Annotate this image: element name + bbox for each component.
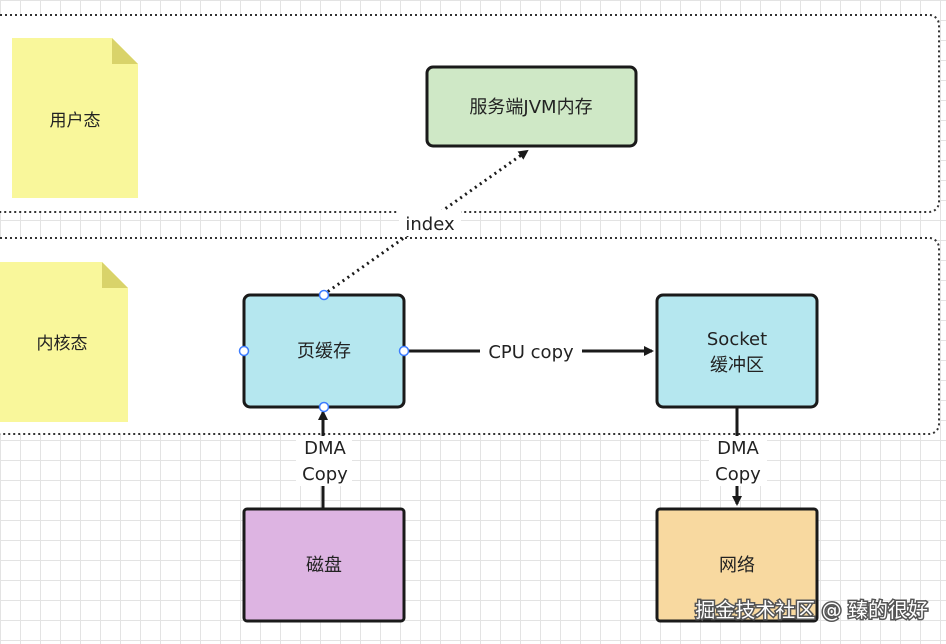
- index-label-bg: [399, 210, 461, 236]
- socket-buffer-label-line1: Socket: [707, 329, 767, 350]
- connection-handle-bottom[interactable]: [318, 401, 330, 413]
- page-cache-label: 页缓存: [297, 341, 351, 362]
- kernel-space-note[interactable]: 内核态: [0, 262, 128, 422]
- connection-handle-top[interactable]: [318, 289, 330, 301]
- dma-disk-label-line2: Copy: [302, 464, 348, 485]
- network-node[interactable]: 网络: [655, 507, 819, 623]
- network-label: 网络: [719, 555, 755, 576]
- socket-buffer-node[interactable]: Socket 缓冲区: [655, 293, 819, 409]
- watermark: 掘金技术社区 @ 臻的很好: [695, 598, 928, 622]
- dma-disk-label-line1: DMA: [304, 438, 346, 459]
- cpu-copy-label: CPU copy: [488, 342, 574, 363]
- socket-buffer-label-line2: 缓冲区: [710, 355, 764, 376]
- page-cache-node[interactable]: 页缓存: [238, 289, 410, 413]
- connection-handle-left[interactable]: [238, 345, 250, 357]
- dma-net-label-bg: [709, 436, 767, 486]
- cpu-copy-label-bg: [480, 340, 582, 364]
- index-label: index: [405, 214, 455, 235]
- disk-label: 磁盘: [306, 555, 342, 576]
- connection-handle-right[interactable]: [398, 345, 410, 357]
- jvm-memory-node[interactable]: 服务端JVM内存: [425, 65, 638, 148]
- dma-net-label-line1: DMA: [717, 438, 759, 459]
- user-space-label: 用户态: [50, 111, 101, 131]
- dma-disk-label-bg: [296, 436, 352, 486]
- user-space-note[interactable]: 用户态: [12, 38, 138, 198]
- jvm-memory-label: 服务端JVM内存: [469, 97, 592, 118]
- kernel-space-label: 内核态: [37, 334, 88, 354]
- disk-node[interactable]: 磁盘: [242, 507, 406, 623]
- dma-net-label-line2: Copy: [715, 464, 761, 485]
